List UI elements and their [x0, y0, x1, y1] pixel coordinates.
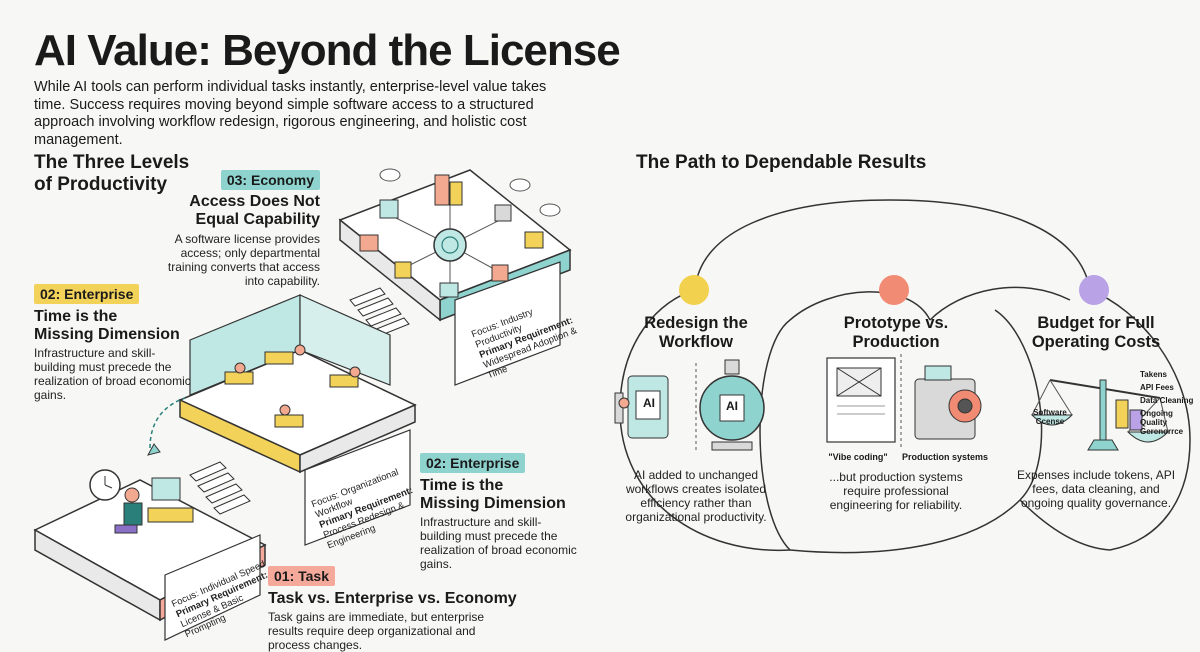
scale-item-api-fees: API Fees	[1140, 383, 1174, 392]
task-body: Task gains are immediate, but enterprise…	[268, 610, 485, 652]
production-dot	[879, 275, 909, 305]
software-license-label: Software Ccense	[1033, 408, 1067, 426]
budget-body: Expenses include tokens, API fees, data …	[1016, 468, 1176, 510]
ai-chip-illustration	[614, 359, 765, 453]
ai-chip-label-1: AI	[643, 396, 655, 410]
levels-section-title: The Three Levels of Productivity	[34, 152, 190, 195]
enterprise-right-tag: 02: Enterprise	[420, 453, 526, 473]
ai-chip-label-2: AI	[726, 399, 738, 413]
intro-paragraph: While AI tools can perform individual ta…	[34, 79, 547, 148]
economy-heading: Access Does Not Equal Capability	[189, 193, 320, 228]
scale-item-quality: Ongoing Quality Gerenorrce	[1140, 409, 1184, 436]
cost-scale-illustration	[1030, 379, 1170, 451]
productivity-levels-illustration	[33, 168, 572, 641]
scale-item-tokens: Takens	[1140, 370, 1167, 379]
workflow-dot	[679, 275, 709, 305]
vibe-coding-label: "Vibe coding"	[828, 452, 888, 462]
page-title: AI Value: Beyond the License	[34, 26, 621, 75]
enterprise-right-block: 02: Enterprise Time is the Missing Dimen…	[420, 453, 580, 571]
task-tag: 01: Task	[268, 566, 335, 586]
economy-block: 03: Economy Access Does Not Equal Capabi…	[150, 170, 320, 288]
enterprise-left-body: Infrastructure and skill-building must p…	[34, 346, 191, 402]
enterprise-left-heading: Time is the Missing Dimension	[34, 308, 180, 343]
production-heading: Prototype vs. Production	[843, 314, 949, 351]
enterprise-right-body: Infrastructure and skill-building must p…	[420, 515, 577, 571]
path-section-title: The Path to Dependable Results	[636, 152, 927, 173]
production-systems-label: Production systems	[901, 452, 989, 462]
economy-platform	[338, 168, 572, 386]
enterprise-right-heading: Time is the Missing Dimension	[420, 477, 566, 512]
scale-item-data-cleaning: Data Cleaning	[1140, 396, 1194, 405]
workflow-heading: Redesign the Workflow	[644, 314, 748, 351]
workflow-body: AI added to unchanged workflows creates …	[625, 468, 767, 524]
enterprise-left-block: 02: Enterprise Time is the Missing Dimen…	[34, 284, 194, 402]
enterprise-left-tag: 02: Enterprise	[34, 284, 140, 304]
economy-tag: 03: Economy	[220, 170, 320, 190]
scale-items-list: Takens API Fees Data Cleaning Ongoing Qu…	[1140, 370, 1196, 436]
production-body: ...but production systems require profes…	[829, 470, 963, 512]
task-platform	[33, 469, 267, 641]
stairs-to-enterprise	[189, 461, 251, 515]
budget-dot	[1079, 275, 1109, 305]
economy-body: A software license provides access; only…	[167, 232, 320, 288]
enterprise-platform	[178, 294, 417, 546]
task-block: 01: Task Task vs. Enterprise vs. Economy…	[268, 566, 518, 652]
budget-heading: Budget for Full Operating Costs	[1031, 314, 1161, 351]
prototype-production-illustration	[826, 354, 982, 449]
path-loops	[619, 199, 1191, 554]
task-heading: Task vs. Enterprise vs. Economy	[268, 590, 517, 607]
